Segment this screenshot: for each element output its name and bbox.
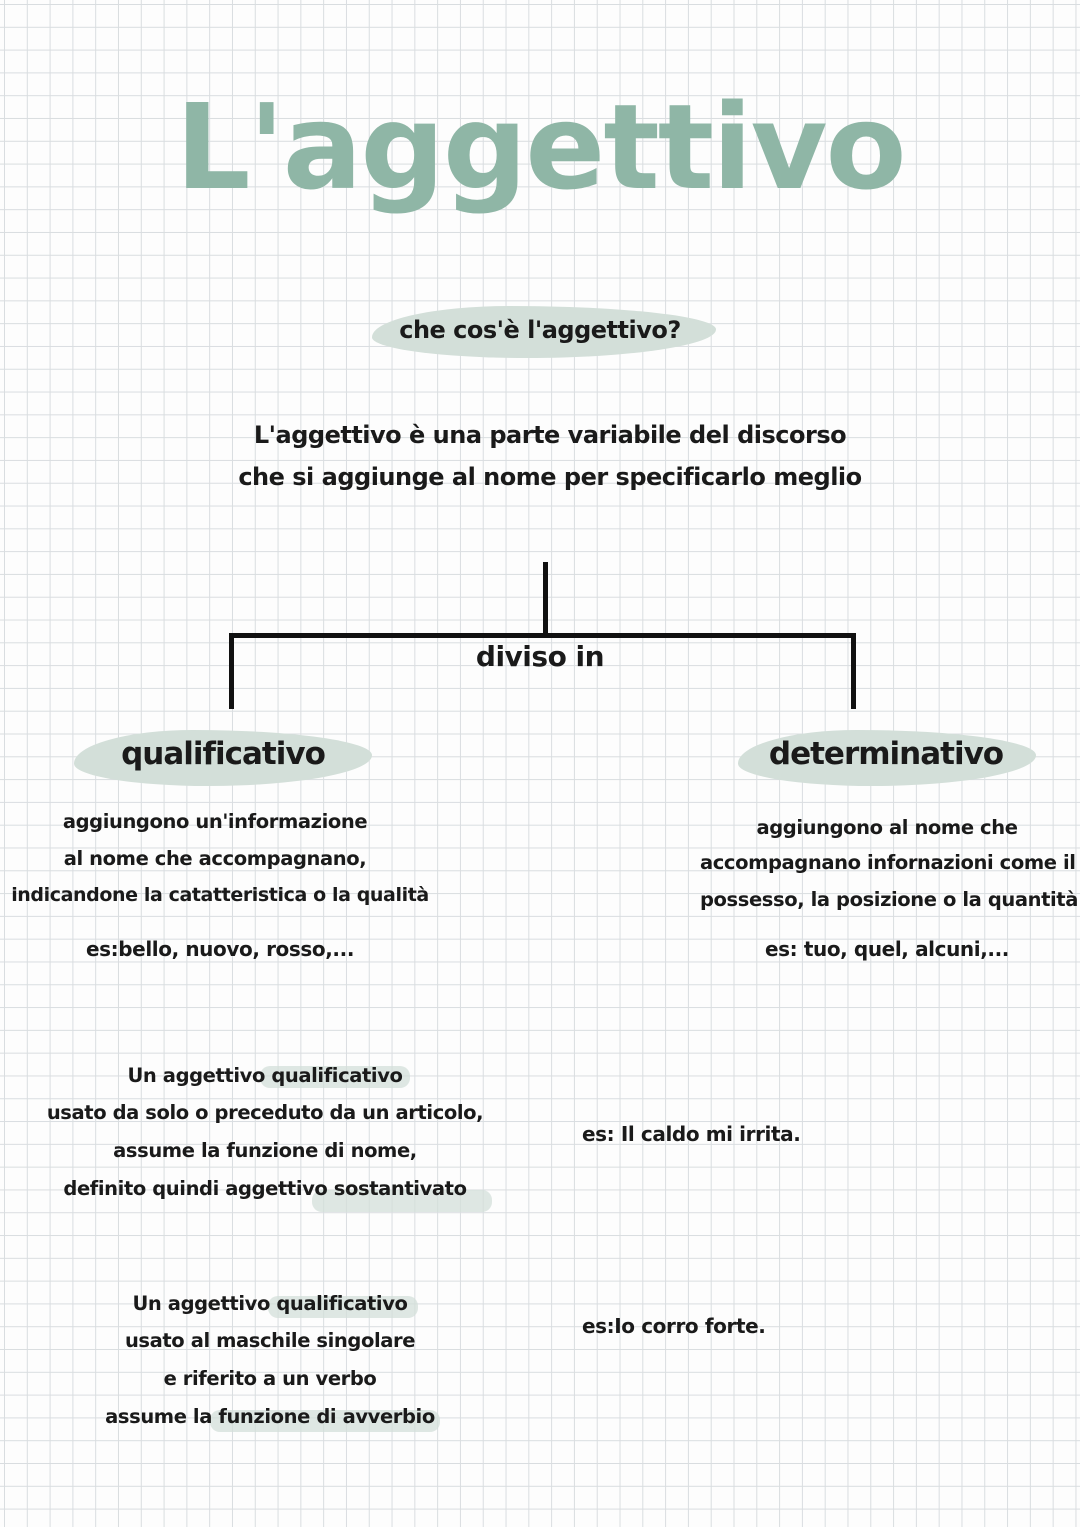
qualificativo-desc-2: al nome che accompagnano, bbox=[63, 847, 367, 870]
sostantivato-line-3: assume la funzione di nome, bbox=[113, 1139, 417, 1162]
determinativo-desc-3: possesso, la posizione o la quantità. bbox=[700, 888, 1080, 911]
determinativo-heading: determinativo bbox=[768, 736, 1004, 772]
connector-left-drop bbox=[229, 633, 234, 709]
connector-vertical-top bbox=[543, 562, 548, 638]
question-heading: che cos'è l'aggettivo? bbox=[399, 316, 681, 344]
sostantivato-highlight-bottom bbox=[312, 1190, 492, 1212]
avverbio-line-2: usato al maschile singolare bbox=[124, 1329, 416, 1352]
connector-right-drop bbox=[851, 633, 856, 709]
sostantivato-example: es: Il caldo mi irrita. bbox=[582, 1122, 801, 1146]
definition-line-2: che si aggiunge al nome per specificarlo… bbox=[238, 463, 862, 491]
determinativo-desc-2: accompagnano infornazioni come il bbox=[700, 851, 1076, 874]
qualificativo-heading: qualificativo bbox=[121, 736, 326, 772]
qualificativo-desc-3: indicandone la catatteristica o la quali… bbox=[11, 884, 429, 906]
sostantivato-line-4: definito quindi aggettivo sostantivato bbox=[63, 1177, 467, 1200]
avverbio-highlight-top bbox=[268, 1296, 418, 1318]
qualificativo-example: es:bello, nuovo, rosso,... bbox=[85, 937, 355, 961]
avverbio-line-1: Un aggettivo qualificativo bbox=[132, 1292, 408, 1315]
determinativo-example: es: tuo, quel, alcuni,... bbox=[765, 937, 1009, 961]
page-title: L'aggettivo bbox=[175, 78, 906, 216]
avverbio-line-3: e riferito a un verbo bbox=[163, 1367, 377, 1390]
sostantivato-highlight-top bbox=[260, 1066, 410, 1088]
determinativo-desc-1: aggiungono al nome che bbox=[756, 816, 1018, 839]
determinativo-highlight bbox=[738, 730, 1036, 786]
avverbio-line-4: assume la funzione di avverbio bbox=[105, 1405, 435, 1428]
branch-label: diviso in bbox=[475, 640, 605, 673]
definition-line-1: L'aggettivo è una parte variabile del di… bbox=[253, 421, 847, 449]
sostantivato-line-1: Un aggettivo qualificativo bbox=[127, 1064, 403, 1087]
avverbio-example: es:Io corro forte. bbox=[582, 1314, 766, 1338]
avverbio-highlight-bottom bbox=[210, 1410, 440, 1432]
connector-horizontal bbox=[229, 633, 856, 638]
qualificativo-highlight bbox=[74, 730, 372, 786]
qualificativo-desc-1: aggiungono un'informazione bbox=[62, 810, 368, 833]
question-highlight bbox=[372, 306, 716, 358]
sostantivato-line-2: usato da solo o preceduto da un articolo… bbox=[46, 1101, 484, 1124]
